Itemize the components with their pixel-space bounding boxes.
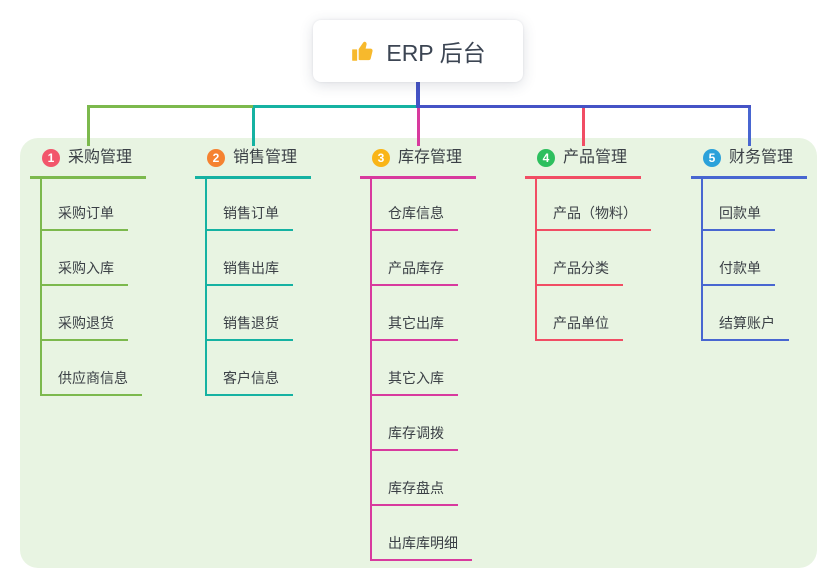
branch-number-badge: 2: [207, 149, 225, 167]
child-node[interactable]: 客户信息: [205, 368, 293, 396]
child-node[interactable]: 回款单: [701, 203, 775, 231]
branch-node-2[interactable]: 2 销售管理: [195, 146, 312, 179]
branch-label: 销售管理: [233, 149, 298, 166]
bus-segment-left: [88, 105, 253, 108]
child-node[interactable]: 采购退货: [40, 313, 128, 341]
branch-spine-line: [40, 179, 42, 396]
branch-number-badge: 1: [42, 149, 60, 167]
branch-label: 产品管理: [563, 149, 628, 166]
root-node[interactable]: ERP 后台: [313, 20, 523, 82]
bus-segment-right: [418, 105, 751, 108]
branch-drop-line: [581, 105, 585, 146]
branch-drop-line: [86, 105, 90, 146]
child-node[interactable]: 产品库存: [370, 258, 458, 286]
branch-number-badge: 3: [372, 149, 390, 167]
child-node[interactable]: 其它出库: [370, 313, 458, 341]
root-label: ERP 后台: [386, 40, 486, 66]
child-node[interactable]: 供应商信息: [40, 368, 142, 396]
branch-node-4[interactable]: 4 产品管理: [525, 146, 642, 179]
branch-drop-line: [251, 105, 255, 146]
branches-panel: [20, 138, 817, 568]
branch-label: 采购管理: [68, 149, 133, 166]
bus-segment-middle: [253, 105, 418, 108]
child-node[interactable]: 产品（物料）: [535, 203, 651, 231]
child-node[interactable]: 销售出库: [205, 258, 293, 286]
child-node[interactable]: 库存盘点: [370, 478, 458, 506]
branch-node-5[interactable]: 5 财务管理: [691, 146, 808, 179]
child-node[interactable]: 付款单: [701, 258, 775, 286]
branch-label: 库存管理: [398, 149, 463, 166]
child-node[interactable]: 销售订单: [205, 203, 293, 231]
branch-drop-line: [416, 105, 420, 146]
child-node[interactable]: 销售退货: [205, 313, 293, 341]
child-node[interactable]: 仓库信息: [370, 203, 458, 231]
branch-node-3[interactable]: 3 库存管理: [360, 146, 477, 179]
branch-number-badge: 4: [537, 149, 555, 167]
child-node[interactable]: 采购订单: [40, 203, 128, 231]
branch-node-1[interactable]: 1 采购管理: [30, 146, 147, 179]
branch-spine-line: [370, 179, 372, 561]
child-node[interactable]: 采购入库: [40, 258, 128, 286]
thumbs-up-icon: [350, 38, 376, 64]
root-drop-line: [416, 82, 420, 108]
child-node[interactable]: 其它入库: [370, 368, 458, 396]
child-node[interactable]: 产品单位: [535, 313, 623, 341]
branch-label: 财务管理: [729, 149, 794, 166]
branch-spine-line: [535, 179, 537, 341]
child-node[interactable]: 产品分类: [535, 258, 623, 286]
branch-drop-line: [747, 105, 751, 146]
child-node[interactable]: 结算账户: [701, 313, 789, 341]
child-node[interactable]: 出库库明细: [370, 533, 472, 561]
branch-number-badge: 5: [703, 149, 721, 167]
child-node[interactable]: 库存调拨: [370, 423, 458, 451]
branch-spine-line: [701, 179, 703, 341]
branch-spine-line: [205, 179, 207, 396]
